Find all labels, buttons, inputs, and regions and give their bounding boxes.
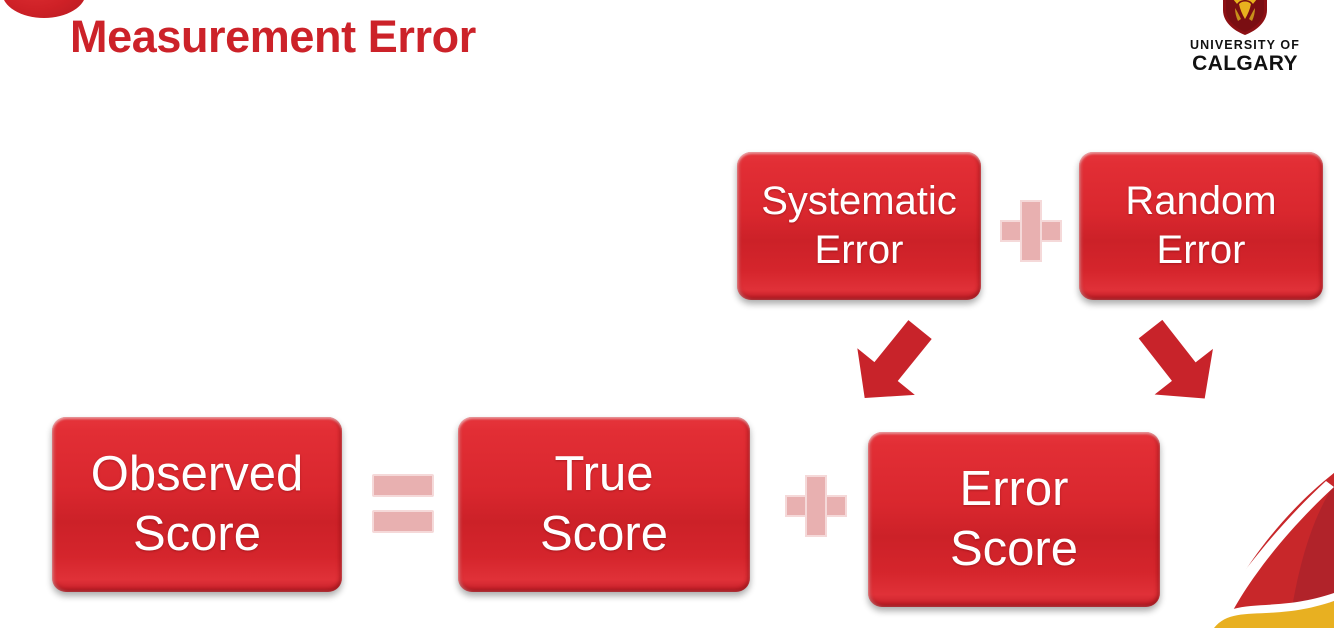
box-error-score-label: Error Score [944,460,1084,580]
box-observed-score-line1: Observed [90,446,304,501]
box-random-error-line2: Error [1156,228,1246,272]
university-logo: UNIVERSITY OF CALGARY [1170,0,1320,74]
box-systematic-error[interactable]: Systematic Error [737,152,981,300]
logo-line-calgary: CALGARY [1192,51,1298,75]
equals-bar-top [372,474,434,497]
plus-bar-vertical [805,475,827,537]
page-title: Measurement Error [70,11,476,62]
plus-operator-bottom [785,475,847,537]
decorative-red-circle [2,0,86,18]
box-error-score-line2: Score [949,521,1078,576]
box-systematic-error-line2: Error [814,228,904,272]
box-true-score-line1: True [554,446,654,501]
box-observed-score-line2: Score [132,506,261,561]
plus-bar-vertical [1020,200,1042,262]
box-error-score[interactable]: Error Score [868,432,1160,607]
logo-line-university-of: UNIVERSITY OF [1190,38,1300,52]
arrow-random-to-error-score-icon [1138,319,1213,399]
shield-crest-icon [1223,0,1267,35]
arrow-systematic-to-error-score-icon [857,320,932,398]
box-true-score-label: True Score [534,445,674,565]
equals-operator [372,472,434,534]
box-random-error[interactable]: Random Error [1079,152,1323,300]
equals-bar-bottom [372,510,434,533]
box-observed-score-label: Observed Score [85,445,309,565]
plus-operator-top [1000,200,1062,262]
box-observed-score[interactable]: Observed Score [52,417,342,592]
box-random-error-label: Random Error [1119,177,1282,275]
box-error-score-line1: Error [959,461,1069,516]
box-true-score-line2: Score [539,506,668,561]
box-systematic-error-label: Systematic Error [755,177,963,275]
decorative-corner-art [1204,473,1334,628]
box-systematic-error-line1: Systematic [761,179,957,224]
box-true-score[interactable]: True Score [458,417,750,592]
box-random-error-line1: Random [1125,179,1277,224]
